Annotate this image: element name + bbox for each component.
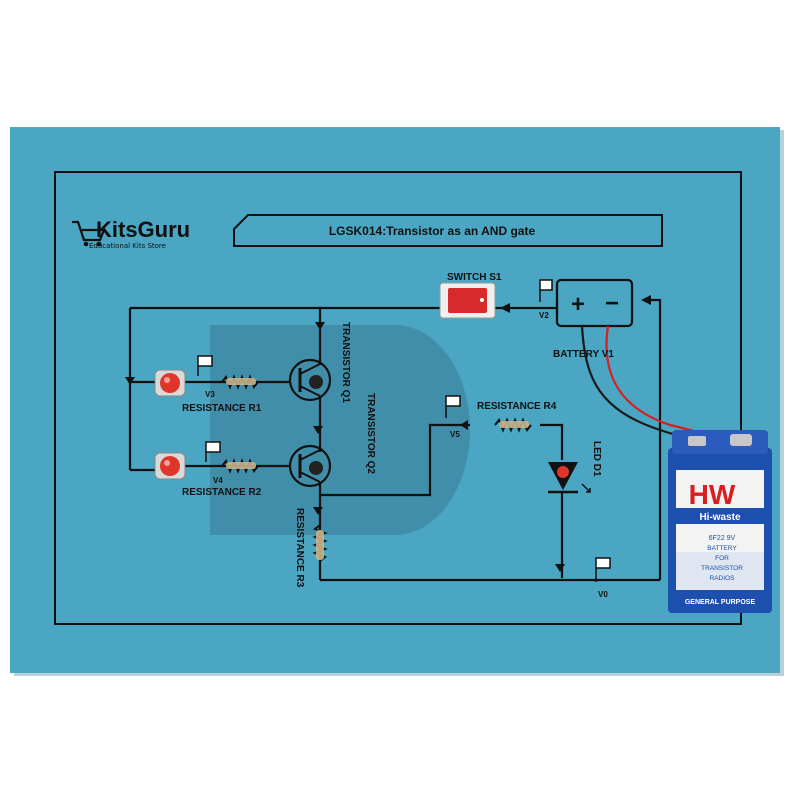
label-resistance-r2: RESISTANCE R2 <box>182 487 262 498</box>
resistor-r4 <box>494 417 532 433</box>
battery-v1-symbol: + − <box>555 278 634 328</box>
flag-label-v0: V0 <box>598 590 608 599</box>
resistor-r3 <box>312 524 328 562</box>
battery-line4: RADIOS <box>710 575 736 582</box>
kitsguru-logo: KitsGuru Educational Kits Store <box>72 217 190 250</box>
label-battery-v1: BATTERY V1 <box>553 349 614 360</box>
resistor-r1 <box>221 374 259 390</box>
resistor-r2 <box>221 458 259 474</box>
flag-label-v3: V3 <box>205 390 215 399</box>
flag-label-v2: V2 <box>539 311 549 320</box>
battery-line3: TRANSISTOR <box>701 565 743 572</box>
battery-line2: FOR <box>715 555 729 562</box>
title-box <box>233 214 663 247</box>
flag-label-v4: V4 <box>213 476 223 485</box>
label-resistance-r4: RESISTANCE R4 <box>477 401 557 412</box>
cart-icon <box>72 220 106 242</box>
battery-footer: GENERAL PURPOSE <box>685 599 756 606</box>
label-led-d1: LED D1 <box>591 441 602 477</box>
battery-plus: + <box>571 291 585 318</box>
battery-minus: − <box>605 290 619 317</box>
label-resistance-r1: RESISTANCE R1 <box>182 403 262 414</box>
flag-label-v5: V5 <box>450 430 460 439</box>
battery-brand: HW <box>689 479 736 510</box>
kit-title: LGSK014:Transistor as an AND gate <box>329 224 536 238</box>
led-d1-symbol <box>548 462 591 494</box>
label-transistor-q1: TRANSISTOR Q1 <box>340 322 351 403</box>
cart-wheel-icon <box>96 241 102 247</box>
battery-line1: BATTERY <box>707 545 737 552</box>
push-button-v3[interactable] <box>154 369 186 397</box>
flag-icon <box>197 279 611 582</box>
nine-volt-battery: HW Hi-waste 6F22 9V BATTERY FOR TRANSIST… <box>668 430 772 613</box>
board-border <box>54 171 742 625</box>
label-resistance-r3: RESISTANCE R3 <box>294 508 305 588</box>
push-button-v4[interactable] <box>154 452 186 480</box>
brand-tagline: Educational Kits Store <box>89 242 166 250</box>
battery-sub-brand: Hi-waste <box>699 512 741 523</box>
label-transistor-q2: TRANSISTOR Q2 <box>365 393 376 474</box>
label-switch-s1: SWITCH S1 <box>447 272 502 283</box>
transistor-q1-symbol <box>288 358 332 402</box>
brand-name: KitsGuru <box>96 217 190 242</box>
cart-wheel-icon <box>83 241 89 247</box>
arrow-heads <box>125 295 651 572</box>
transistor-q2-symbol <box>288 444 332 488</box>
battery-spec: 6F22 9V <box>709 535 736 542</box>
and-gate-shape <box>210 325 470 535</box>
rocker-switch-s1[interactable] <box>439 282 496 319</box>
